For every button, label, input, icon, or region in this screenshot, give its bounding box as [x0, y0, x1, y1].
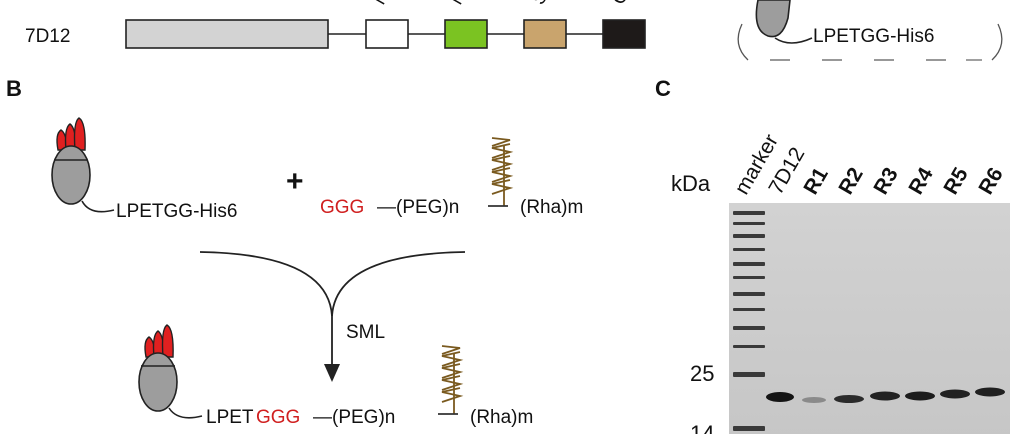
enzyme-label: SML — [346, 322, 385, 343]
lane-label-r2: R2 — [834, 164, 867, 199]
product-rhamnose-chain-icon — [438, 345, 464, 415]
construct-label: 7D12 — [25, 26, 70, 47]
kda-unit-label: kDa — [671, 171, 711, 196]
cropped-label-1: N — [369, 0, 394, 9]
green-tag-box — [444, 19, 488, 49]
cropped-label-4: C — [608, 0, 633, 9]
product-ggg-label: GGG — [256, 407, 300, 428]
panel-a: N N S C 7D12 LPETGG-His6 — [25, 0, 1003, 61]
ggg-label: GGG — [320, 197, 364, 218]
tan-tag-box — [523, 19, 567, 49]
panel-c: C kDa 25 14 marker — [655, 76, 1010, 439]
reaction-curve-right — [331, 251, 466, 317]
band-r5 — [940, 389, 970, 399]
band-r3 — [870, 391, 900, 401]
black-tag-box — [602, 19, 646, 49]
peg-label: —(PEG)n — [377, 197, 459, 218]
marker-14-label: 14 — [690, 421, 714, 434]
bracket-left — [737, 23, 749, 61]
band-r4 — [905, 391, 935, 401]
nanobody-tag-label: LPETGG-His6 — [116, 201, 237, 222]
lane-label-r5: R5 — [939, 163, 973, 198]
nanobody-fragment-icon — [755, 0, 791, 38]
conjugate-label-a: LPETGG-His6 — [813, 26, 934, 47]
product-prefix-label: LPET — [206, 407, 254, 428]
product-nanobody-icon — [138, 324, 203, 419]
bracket-right — [991, 23, 1003, 61]
band-r6 — [975, 387, 1005, 397]
plus-sign: + — [286, 165, 304, 198]
band-r1 — [802, 397, 826, 403]
cropped-label-3: S — [528, 0, 553, 9]
band-r2 — [834, 395, 864, 403]
product-rha-label: (Rha)m — [470, 407, 533, 428]
band-7d12 — [766, 392, 794, 402]
panel-b-letter: B — [6, 76, 22, 101]
lane-label-r3: R3 — [869, 164, 902, 199]
nanobody-tail-line — [774, 37, 813, 44]
reaction-curve-left — [199, 251, 333, 317]
lane-label-r4: R4 — [904, 163, 938, 198]
nanobody-domain-box — [125, 19, 329, 49]
lane-label-r1: R1 — [799, 163, 833, 198]
marker-25-label: 25 — [690, 361, 714, 386]
rhamnose-chain-icon — [488, 137, 514, 207]
panel-c-letter: C — [655, 76, 671, 101]
nanobody-icon — [51, 117, 115, 213]
rha-label: (Rha)m — [520, 197, 583, 218]
cropped-label-2: N — [446, 0, 471, 9]
panel-b: B LPETGG-His6 + GGG —(PEG)n (Rha)m — [6, 76, 583, 428]
reaction-arrowhead — [324, 364, 340, 382]
product-peg-label: —(PEG)n — [313, 407, 395, 428]
marker-ladder — [733, 211, 765, 431]
white-tag-box — [365, 19, 409, 49]
lane-label-r6: R6 — [974, 164, 1007, 199]
